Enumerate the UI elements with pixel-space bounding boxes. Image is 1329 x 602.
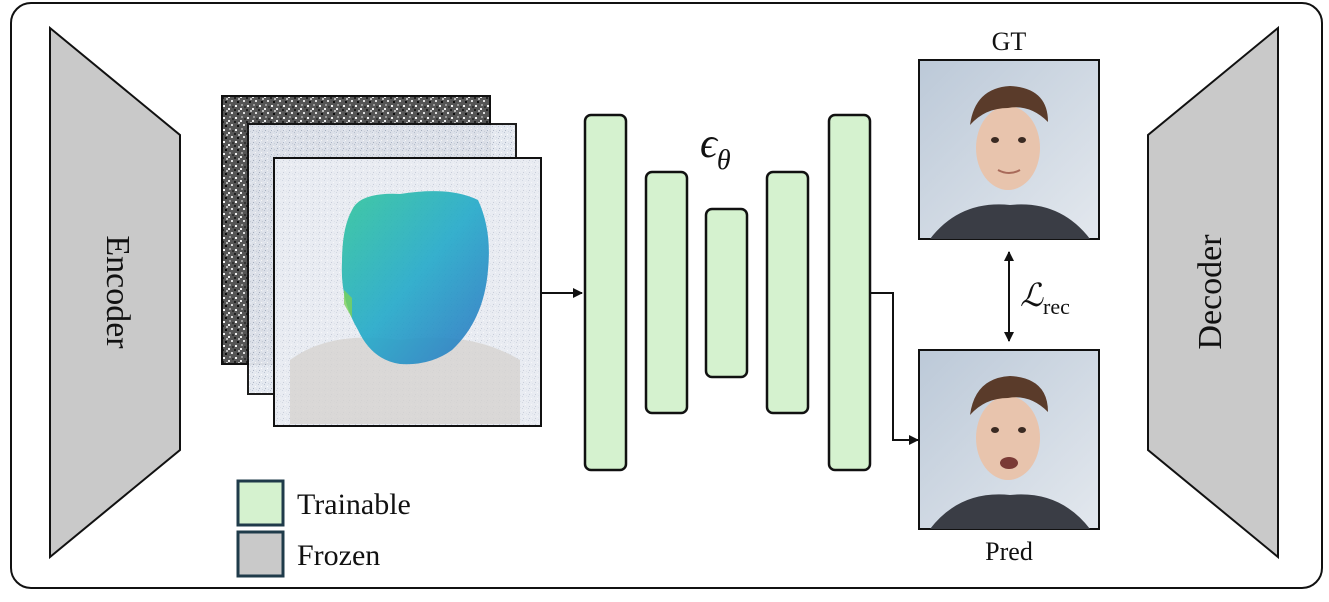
decoder-label: Decoder — [1192, 234, 1229, 350]
pred-group: Pred — [918, 349, 1100, 566]
loss-label-subscript: rec — [1043, 294, 1070, 319]
pred-label: Pred — [985, 537, 1033, 566]
legend-trainable-swatch — [236, 479, 285, 527]
face-mesh-region — [341, 191, 489, 365]
unet: ϵθ — [583, 113, 872, 472]
encoder-label: Encoder — [99, 235, 136, 349]
gt-label: GT — [992, 27, 1027, 56]
unet-block-down-2 — [644, 170, 689, 415]
unet-block-mid — [704, 207, 749, 379]
input-stack — [221, 95, 542, 427]
unet-block-up-1 — [765, 170, 810, 415]
face-mesh-image — [273, 157, 542, 427]
encoder-block: Encoder — [49, 25, 181, 560]
legend-frozen-label: Frozen — [297, 539, 380, 572]
unet-label: ϵθ — [700, 121, 731, 176]
pred-image — [918, 349, 1100, 530]
unet-label-subscript: θ — [717, 145, 731, 176]
unet-to-pred-arrow — [870, 292, 919, 445]
gt-group: GT — [918, 27, 1100, 240]
unet-block-up-2 — [827, 113, 872, 472]
decoder-block: Decoder — [1147, 25, 1279, 560]
unet-block-down-1 — [583, 113, 628, 472]
legend-trainable-label: Trainable — [297, 488, 411, 521]
legend: Trainable Frozen — [236, 479, 411, 578]
legend-frozen-swatch — [236, 530, 285, 578]
loss-label: ℒrec — [1020, 277, 1070, 319]
gt-image — [918, 59, 1100, 240]
